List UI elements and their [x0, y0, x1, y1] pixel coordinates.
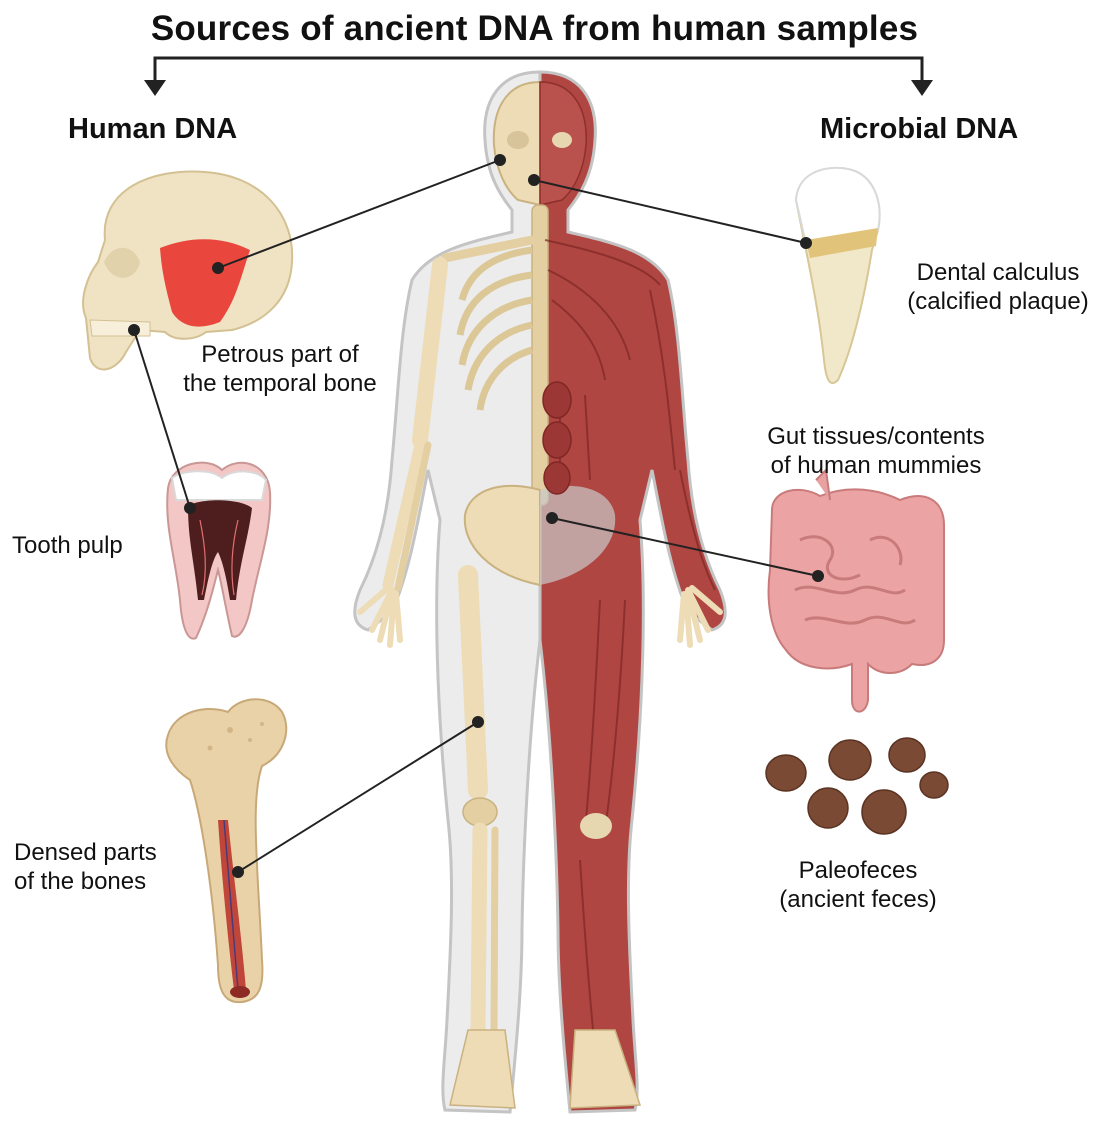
petrous-label-line1: Petrous part of — [160, 340, 400, 369]
petrous-label-line2: the temporal bone — [160, 369, 400, 398]
dense-bones-label: Densed parts of the bones — [14, 838, 157, 897]
tooth-pulp-label-line1: Tooth pulp — [12, 531, 123, 560]
gut-label-line1: Gut tissues/contents — [740, 422, 1012, 451]
paleofeces-label: Paleofeces (ancient feces) — [752, 856, 964, 915]
gut-label: Gut tissues/contents of human mummies — [740, 422, 1012, 481]
intestines-icon — [769, 470, 944, 712]
human-dna-heading: Human DNA — [68, 112, 237, 147]
tooth-pulp-label: Tooth pulp — [12, 531, 123, 560]
tooth-calculus-icon — [796, 168, 880, 383]
human-body-figure — [355, 72, 726, 1112]
paleofeces-icon — [766, 738, 948, 834]
calculus-label-line2: (calcified plaque) — [892, 287, 1104, 316]
femur-icon — [166, 699, 286, 1002]
dense-bones-label-line2: of the bones — [14, 867, 157, 896]
arrow-left-icon — [144, 80, 166, 96]
calculus-label: Dental calculus (calcified plaque) — [892, 258, 1104, 317]
calculus-label-line1: Dental calculus — [892, 258, 1104, 287]
paleofeces-label-line1: Paleofeces — [752, 856, 964, 885]
paleofeces-label-line2: (ancient feces) — [752, 885, 964, 914]
diagram-title: Sources of ancient DNA from human sample… — [0, 8, 1069, 51]
microbial-dna-heading: Microbial DNA — [820, 112, 1018, 147]
dense-bones-label-line1: Densed parts — [14, 838, 157, 867]
petrous-label: Petrous part of the temporal bone — [160, 340, 400, 399]
arrow-right-icon — [911, 80, 933, 96]
gut-label-line2: of human mummies — [740, 451, 1012, 480]
tooth-pulp-icon — [167, 463, 270, 639]
